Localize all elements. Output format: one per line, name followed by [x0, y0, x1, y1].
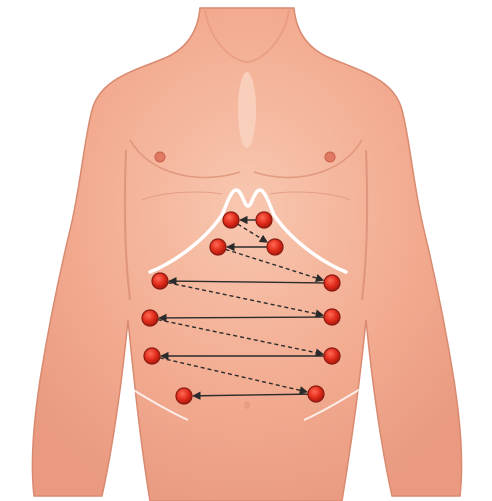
percussion-point-icon — [324, 275, 340, 291]
percussion-point-icon — [324, 348, 340, 364]
percussion-point-icon — [308, 386, 324, 402]
nipple-right — [325, 152, 335, 162]
solid-arrow-line — [159, 317, 324, 318]
nipple-left — [155, 152, 165, 162]
sternum-highlight — [238, 72, 256, 148]
percussion-point-icon — [223, 212, 239, 228]
percussion-point-icon — [152, 273, 168, 289]
percussion-point-icon — [256, 212, 272, 228]
navel — [244, 401, 250, 409]
percussion-point-icon — [144, 348, 160, 364]
percussion-point-icon — [142, 310, 158, 326]
percussion-point-icon — [210, 239, 226, 255]
percussion-point-icon — [324, 309, 340, 325]
percussion-point-icon — [267, 239, 283, 255]
percussion-point-icon — [176, 388, 192, 404]
